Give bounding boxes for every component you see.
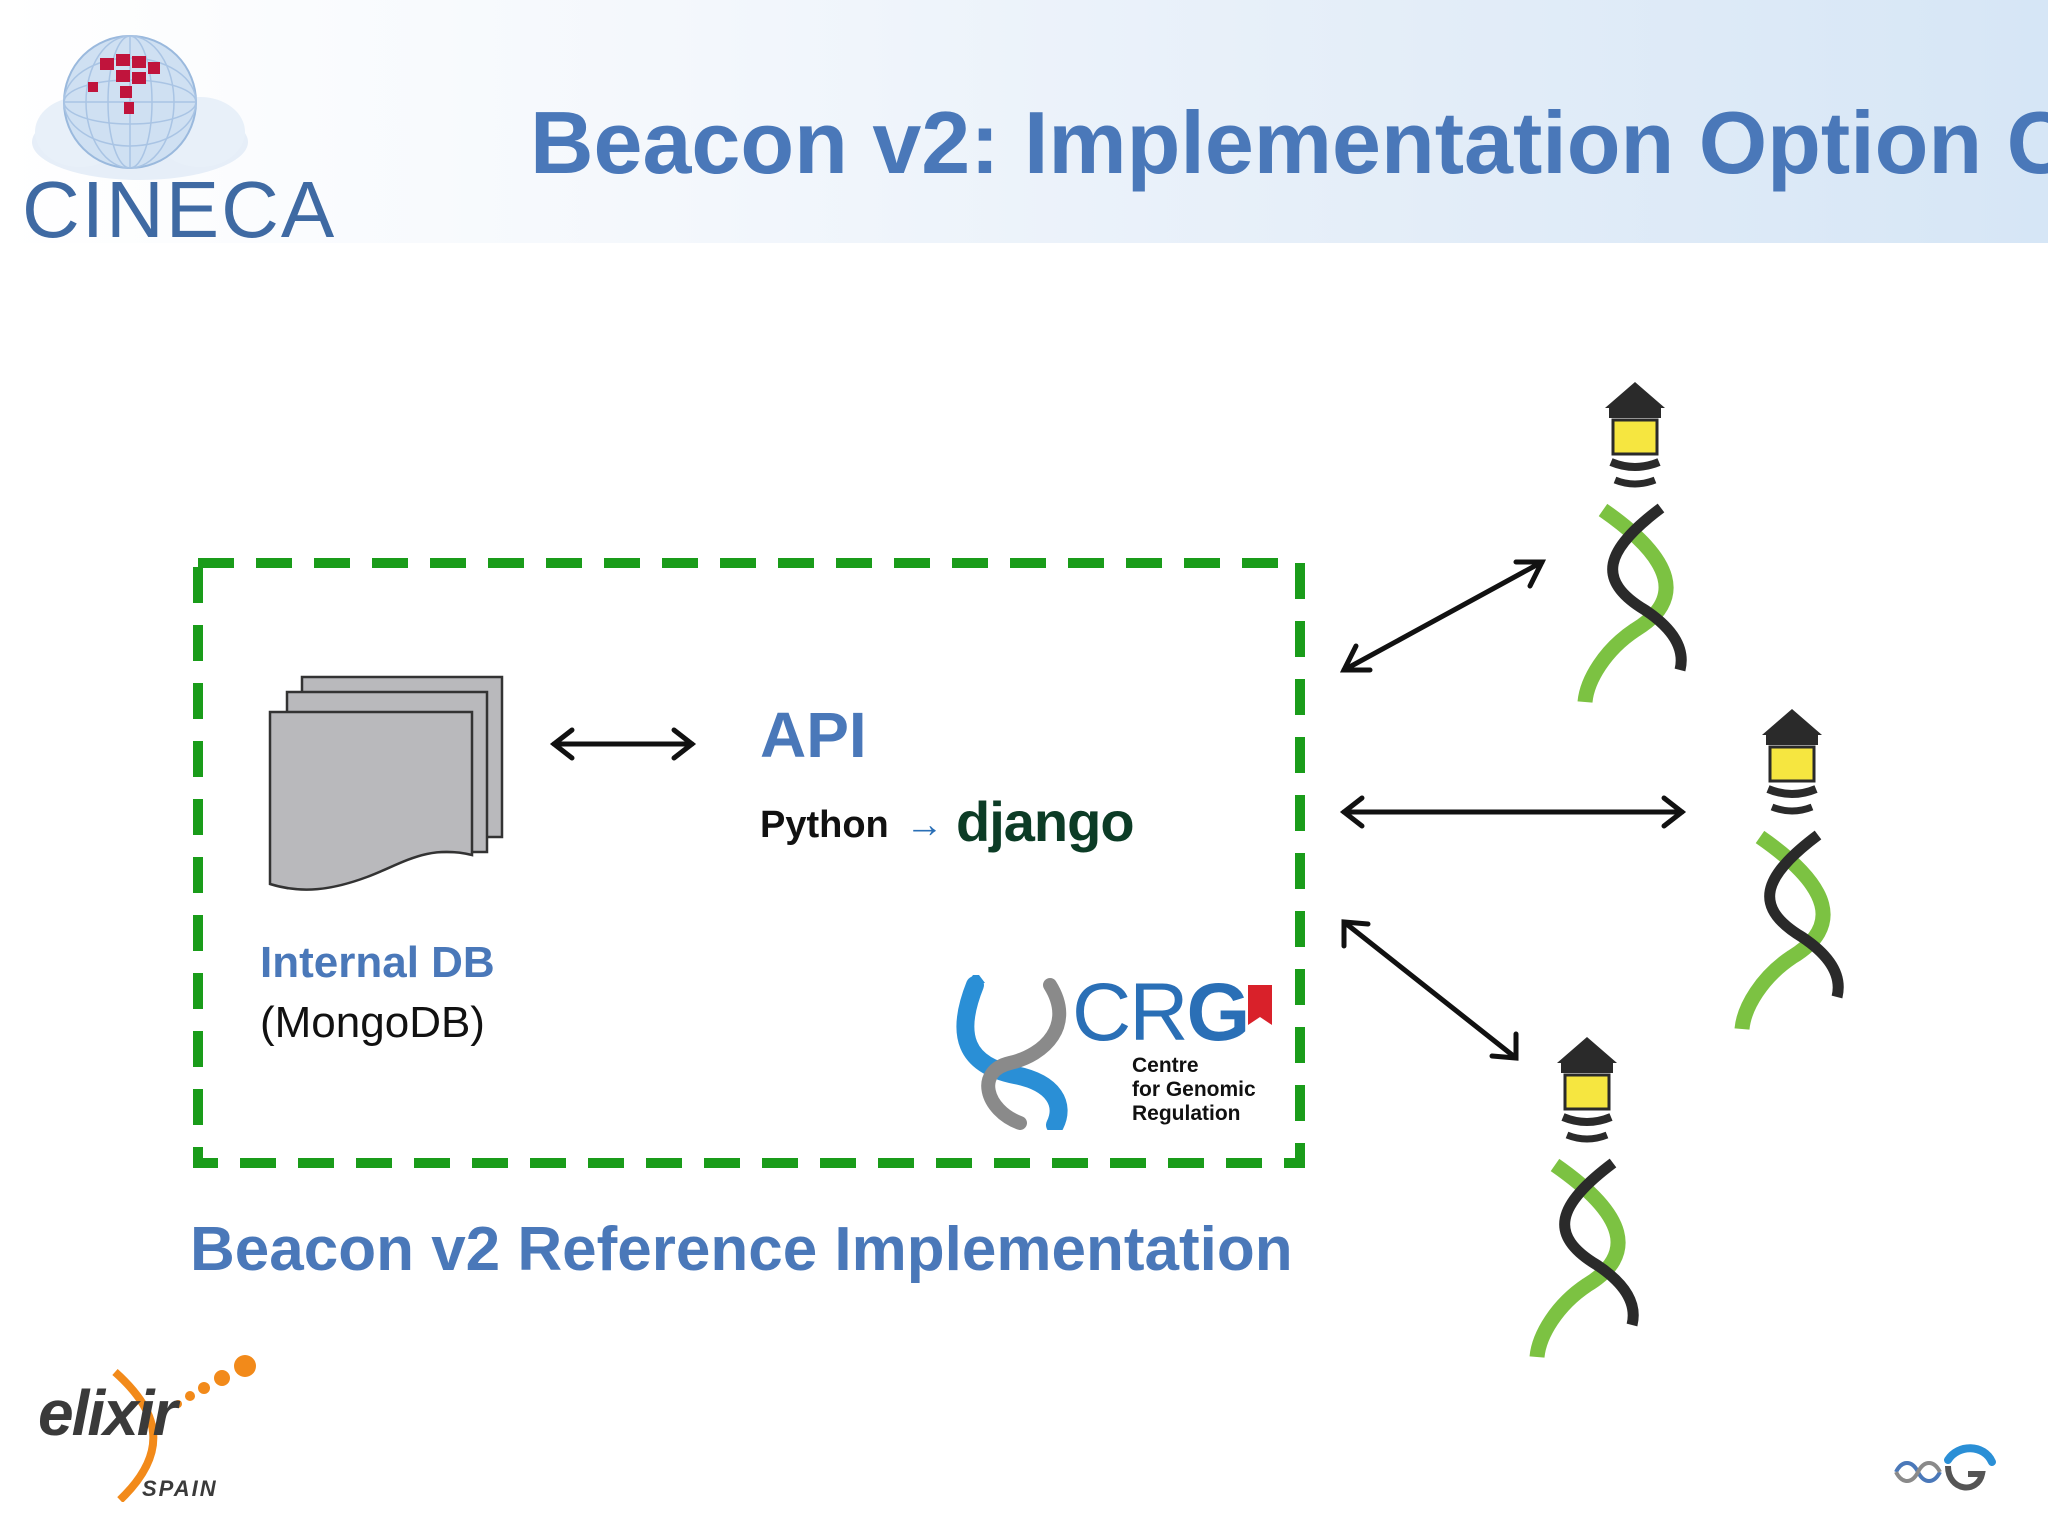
- cineca-globe-icon: [32, 35, 248, 180]
- header-band: [0, 0, 2048, 243]
- crg-line-3: Regulation: [1132, 1102, 1241, 1125]
- crg-letters: CR: [1072, 967, 1188, 1058]
- python-text: Python: [760, 804, 889, 846]
- elixir-orange-icon: [112, 1355, 256, 1502]
- ga4gh-corner-icon: [1894, 1444, 1996, 1491]
- elixir-logo-text: elixir: [38, 1377, 177, 1449]
- diagram-caption: Beacon v2 Reference Implementation: [190, 1215, 1293, 1284]
- implementation-boundary: [193, 558, 1305, 1168]
- crg-flag-icon: [1248, 985, 1272, 1025]
- python-django-arrow-icon: →: [905, 804, 944, 846]
- elixir-spain-text: SPAIN: [142, 1476, 218, 1501]
- slide-title: Beacon v2: Implementation Option C: [530, 93, 2048, 192]
- beacon-icon-middle: [1734, 709, 1844, 1031]
- cineca-logo-text: CINECA: [22, 165, 337, 254]
- crg-bold-letter: G: [1186, 967, 1250, 1058]
- db-subtitle: (MongoDB): [260, 998, 485, 1047]
- beacon-icon-top: [1577, 382, 1687, 704]
- crg-helix-icon: [956, 975, 1068, 1130]
- db-title: Internal DB: [260, 938, 495, 987]
- beacon-connection-arrows: [1339, 559, 1687, 1061]
- crg-line-2: for Genomic: [1132, 1078, 1256, 1101]
- db-api-arrow: [549, 727, 697, 761]
- crg-logo-text: CRG: [1072, 967, 1250, 1058]
- django-logo-text: django: [956, 790, 1135, 853]
- api-label: API: [760, 699, 867, 771]
- database-stack-icon: [268, 675, 504, 891]
- python-label: Python →: [760, 800, 943, 850]
- crg-line-1: Centre: [1132, 1054, 1199, 1077]
- beacon-icon-bottom: [1529, 1037, 1639, 1359]
